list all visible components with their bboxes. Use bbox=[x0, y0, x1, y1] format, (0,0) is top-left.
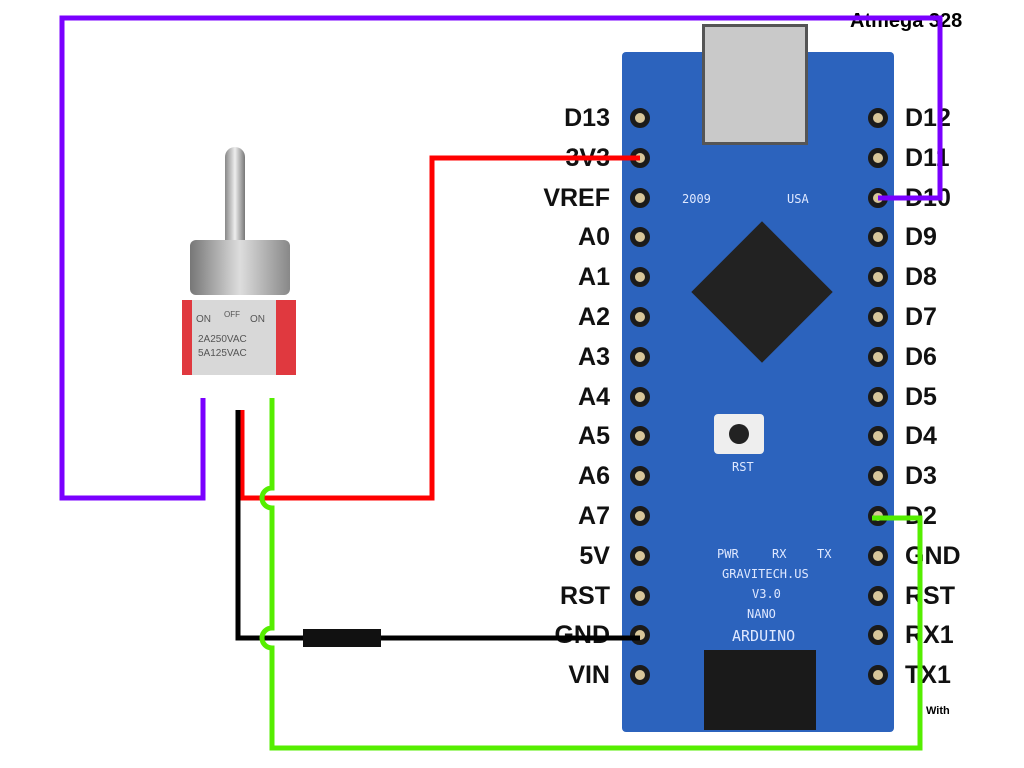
left-pin-label: 5V bbox=[579, 541, 610, 570]
usb-connector bbox=[702, 24, 808, 145]
left-pin-label: GND bbox=[554, 621, 610, 650]
right-pin-hole bbox=[868, 625, 888, 646]
name-silk: ARDUINO bbox=[732, 627, 796, 645]
right-pin-label: D8 bbox=[905, 263, 937, 292]
left-pin-hole bbox=[630, 545, 650, 566]
maker-silk: GRAVITECH.US bbox=[722, 567, 809, 581]
left-pin-hole bbox=[630, 307, 650, 327]
right-pin-hole bbox=[868, 147, 888, 168]
right-pin-label: D7 bbox=[905, 303, 937, 331]
left-pin-hole bbox=[630, 346, 650, 367]
left-pin-label: VREF bbox=[543, 183, 610, 212]
year-silk: 2009 bbox=[682, 192, 711, 206]
right-pin-hole bbox=[868, 307, 888, 327]
toggle-switch[interactable]: ON OFF ON 2A250VAC 5A125VAC bbox=[170, 145, 310, 415]
right-pin-label: TX1 bbox=[905, 661, 951, 690]
left-pin-label: A4 bbox=[578, 382, 610, 411]
country-silk: USA bbox=[787, 192, 809, 206]
right-pin-label: D5 bbox=[905, 382, 937, 411]
right-pin-label: D12 bbox=[905, 104, 951, 132]
pos-left-label: ON bbox=[196, 314, 211, 325]
left-pin-label: A0 bbox=[578, 223, 610, 252]
with-note: With bbox=[926, 705, 950, 717]
right-pin-hole bbox=[868, 227, 888, 248]
left-pin-hole bbox=[630, 426, 650, 447]
left-pin-hole bbox=[630, 585, 650, 606]
right-pin-hole bbox=[868, 346, 888, 367]
right-pin-hole bbox=[868, 267, 888, 288]
rating-1: 2A250VAC bbox=[198, 334, 247, 345]
right-pin-hole bbox=[868, 545, 888, 566]
black-wire bbox=[235, 410, 640, 641]
left-pin-hole bbox=[630, 665, 650, 686]
rating-2: 5A125VAC bbox=[198, 348, 247, 359]
left-pin-hole bbox=[630, 187, 650, 208]
left-pin-hole bbox=[630, 267, 650, 288]
right-pin-label: RST bbox=[905, 581, 955, 610]
left-pin-hole bbox=[630, 227, 650, 248]
left-pin-label: VIN bbox=[568, 661, 610, 690]
right-pin-hole bbox=[868, 386, 888, 407]
icsp-header bbox=[704, 650, 816, 730]
left-pin-label: D13 bbox=[564, 104, 610, 132]
resistor bbox=[303, 629, 381, 647]
left-pin-label: A1 bbox=[578, 263, 610, 292]
led-tx-label: TX bbox=[817, 547, 832, 561]
pos-right-label: ON bbox=[250, 314, 265, 325]
arduino-nano-board: 2009 USA RST PWR RX TX GRAVITECH.US V3.0… bbox=[622, 24, 894, 732]
switch-nut bbox=[190, 240, 290, 295]
right-pin-label: RX1 bbox=[905, 621, 954, 650]
right-pin-label: D4 bbox=[905, 422, 937, 451]
toggle-lever bbox=[225, 147, 245, 242]
left-pin-label: A3 bbox=[578, 342, 610, 371]
version-silk: V3.0 bbox=[752, 587, 781, 601]
left-pin-hole bbox=[630, 386, 650, 407]
right-pin-label: D3 bbox=[905, 462, 937, 491]
led-rx-label: RX bbox=[772, 547, 787, 561]
green-wire bbox=[259, 398, 923, 751]
left-pin-label: A6 bbox=[578, 462, 610, 491]
right-pin-hole bbox=[868, 426, 888, 447]
right-pin-label: D9 bbox=[905, 223, 937, 252]
right-pin-hole bbox=[868, 108, 888, 128]
right-pin-label: D6 bbox=[905, 342, 937, 371]
right-pin-hole bbox=[868, 665, 888, 686]
left-pin-label: RST bbox=[560, 581, 610, 610]
pos-mid-label: OFF bbox=[224, 310, 240, 319]
left-pin-label: A2 bbox=[578, 303, 610, 331]
switch-body: ON OFF ON 2A250VAC 5A125VAC bbox=[182, 300, 296, 375]
right-pin-label: GND bbox=[905, 541, 961, 570]
left-pin-label: A7 bbox=[578, 502, 610, 530]
red-wire bbox=[239, 155, 640, 501]
led-pwr-label: PWR bbox=[717, 547, 739, 561]
left-pin-hole bbox=[630, 108, 650, 128]
right-pin-hole bbox=[868, 466, 888, 487]
reset-silk: RST bbox=[732, 460, 754, 474]
right-pin-hole bbox=[868, 585, 888, 606]
left-pin-label: A5 bbox=[578, 422, 610, 451]
model-silk: NANO bbox=[747, 607, 776, 621]
left-pin-hole bbox=[630, 506, 650, 526]
reset-button[interactable] bbox=[714, 414, 764, 454]
left-pin-hole bbox=[630, 466, 650, 487]
purple-wire bbox=[59, 15, 943, 501]
